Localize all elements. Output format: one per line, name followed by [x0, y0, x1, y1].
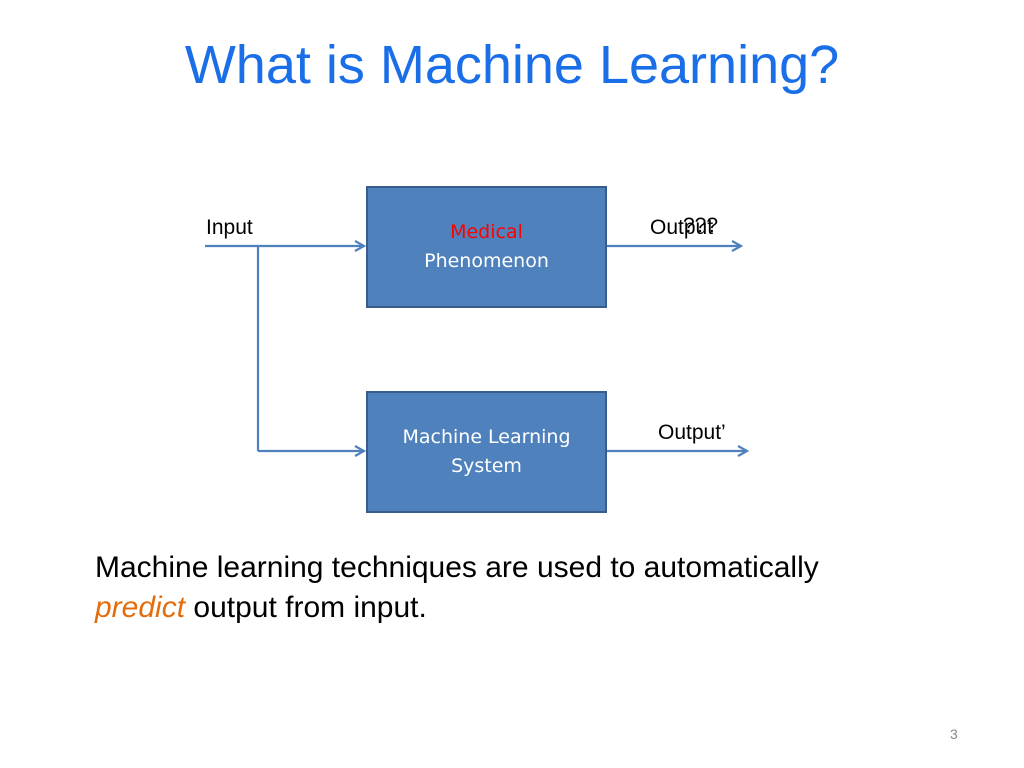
slide-title: What is Machine Learning?	[184, 35, 840, 95]
slide-number: 3	[950, 726, 958, 742]
box1-line2: Phenomenon	[424, 250, 549, 272]
input-label: Input	[206, 216, 253, 239]
output-label: Output	[650, 216, 714, 239]
slide-body-text: Machine learning techniques are used to …	[95, 548, 975, 628]
box2-line1: Machine Learning	[402, 425, 571, 448]
box2-line2: System	[451, 455, 522, 477]
body-text-part2: output from input.	[185, 591, 427, 624]
predict-emphasis: predict	[95, 591, 186, 624]
box1-line1: Medical	[450, 220, 523, 243]
unknown-output-label: ???	[683, 214, 719, 237]
body-text-part1: Machine learning techniques are used to …	[95, 551, 819, 584]
medical-phenomenon-box: Medical Phenomenon	[366, 186, 607, 308]
ml-system-box: Machine Learning System	[366, 391, 607, 513]
predicted-output-label: Output’	[658, 421, 726, 444]
